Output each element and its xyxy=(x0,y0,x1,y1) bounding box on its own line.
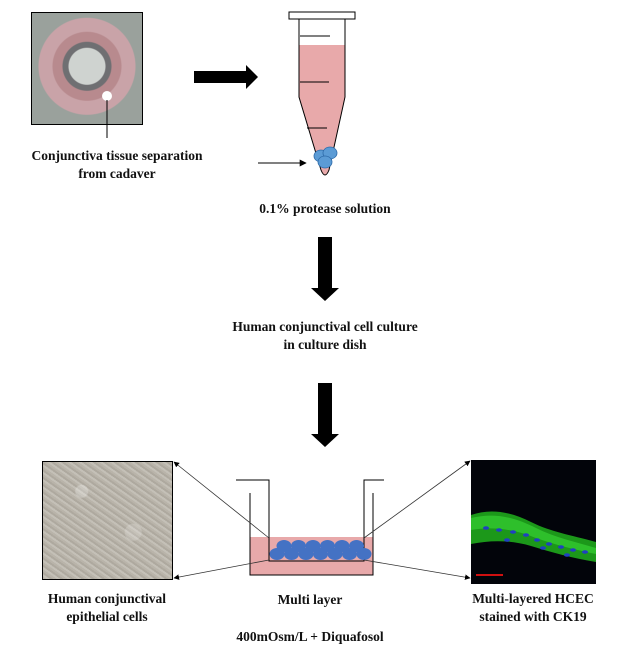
thick-right-arrow-icon xyxy=(194,65,258,89)
hcec-label: Multi-layered HCEC stained with CK19 xyxy=(438,590,617,626)
tube-medium xyxy=(299,45,345,175)
epithelial-label-line: epithelial cells xyxy=(66,609,148,624)
cell xyxy=(320,540,335,552)
thick-down-arrow-icon xyxy=(311,383,339,447)
confocal-image-svg xyxy=(471,511,596,576)
epithelial-label: Human conjunctival epithelial cells xyxy=(12,590,202,626)
multilayer-label: Multi layer xyxy=(240,591,380,609)
tissue-pellet xyxy=(317,155,333,169)
nucleus xyxy=(546,542,552,546)
epithelial-label-line: Human conjunctival xyxy=(47,591,167,606)
nucleus xyxy=(540,546,546,550)
protease-label: 0.1% protease solution xyxy=(220,200,430,218)
pointer-arrow xyxy=(363,460,471,539)
condition-label-line: 400mOsm/L + Diquafosol xyxy=(236,629,384,644)
nucleus xyxy=(510,530,516,534)
multilayer-label-line: Multi layer xyxy=(277,592,343,607)
pointer-arrow xyxy=(173,559,270,580)
nucleus xyxy=(534,538,540,542)
tissue-marker-dot xyxy=(102,91,112,101)
condition-label: 400mOsm/L + Diquafosol xyxy=(210,628,410,646)
cell xyxy=(305,540,321,552)
epithelial-cells-photo xyxy=(42,461,173,580)
tissue-label: Conjunctiva tissue separation from cadav… xyxy=(12,147,222,183)
cell xyxy=(291,540,306,552)
hcec-label-line: stained with CK19 xyxy=(479,609,587,624)
tube-cap xyxy=(288,11,356,20)
hcec-label-line: Multi-layered HCEC xyxy=(472,591,594,606)
tissue-label-line: Conjunctiva tissue separation xyxy=(31,148,203,163)
pointer-arrow xyxy=(173,461,270,539)
nucleus xyxy=(483,526,489,530)
cell xyxy=(276,540,292,552)
nucleus xyxy=(504,538,510,542)
nucleus xyxy=(564,553,570,557)
cell xyxy=(334,540,350,552)
nucleus xyxy=(570,548,576,552)
stained-tissue-highlight xyxy=(471,515,596,554)
nucleus xyxy=(558,545,564,549)
conjunctiva-tissue-photo xyxy=(31,12,143,125)
thick-down-arrow-icon xyxy=(311,237,339,301)
insert-outline xyxy=(236,479,384,562)
ck19-confocal-photo xyxy=(471,460,596,584)
culture-label-line: Human conjunctival cell culture xyxy=(232,319,418,334)
tube-outline xyxy=(298,19,346,176)
nucleus xyxy=(582,550,588,554)
cell xyxy=(349,540,364,552)
outer-well-outline xyxy=(249,493,374,576)
transwell-insert xyxy=(236,479,384,576)
protease-label-line: 0.1% protease solution xyxy=(259,201,391,216)
tissue-label-line: from cadaver xyxy=(78,166,156,181)
culture-label: Human conjunctival cell culture in cultu… xyxy=(200,318,450,354)
nucleus xyxy=(523,533,529,537)
centrifuge-tube xyxy=(288,11,356,176)
nuclei-group xyxy=(483,526,588,557)
pointer-arrow xyxy=(363,559,471,580)
nucleus xyxy=(496,528,502,532)
cell-layer-group xyxy=(269,540,372,560)
culture-label-line: in culture dish xyxy=(283,337,367,352)
